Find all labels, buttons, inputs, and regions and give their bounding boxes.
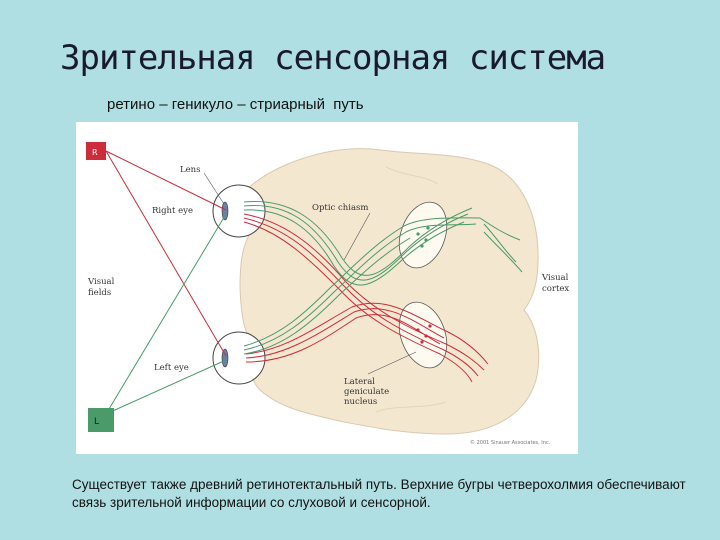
left-eye-globe: [212, 331, 266, 385]
visual-fields-label-line2: fields: [88, 288, 111, 298]
slide-subtitle: ретино – геникуло – стриарный путь: [107, 96, 364, 113]
lgn-top-cells: [416, 226, 430, 248]
visual-cortex-label-line2: cortex: [542, 284, 569, 294]
lgn-label-line2: geniculate: [344, 387, 389, 397]
red-pathway: [105, 150, 489, 383]
visual-pathway-diagram: R L Lens Right eye Visual fields Optic c…: [86, 142, 569, 446]
left-field-marker-label: L: [94, 417, 99, 427]
brain-fold-lower: [375, 401, 447, 413]
visual-cortex-label-line1: Visual: [541, 273, 569, 283]
left-eye-lens: [221, 348, 229, 368]
left-field-marker: [88, 408, 114, 432]
leader-lines: [203, 172, 417, 375]
lgn-bottom-cells: [416, 324, 432, 344]
visual-pathway-figure: R L Lens Right eye Visual fields Optic c…: [76, 122, 578, 454]
left-eye-label: Left eye: [154, 363, 189, 373]
right-eye-lens: [221, 201, 229, 221]
right-eye-label: Right eye: [152, 206, 193, 216]
copyright-text: © 2001 Sinauer Associates, Inc.: [470, 439, 551, 446]
brain-outline: [239, 148, 540, 435]
lgn-label-line3: nucleus: [344, 397, 377, 407]
green-pathway: [105, 200, 523, 415]
right-field-marker: [86, 142, 106, 160]
lgn-label-line1: Lateral: [344, 377, 375, 387]
optic-chiasm-label: Optic chiasm: [312, 203, 368, 213]
slide-body-text: Существует также древний ретинотектальны…: [72, 477, 686, 510]
slide-title: Зрительная сенсорная система: [60, 38, 606, 78]
lens-label: Lens: [180, 165, 201, 175]
right-eye-globe: [212, 184, 266, 238]
visual-fields-label-line1: Visual: [87, 277, 115, 287]
brain-fold-upper: [385, 166, 439, 185]
right-field-marker-label: R: [92, 148, 98, 157]
